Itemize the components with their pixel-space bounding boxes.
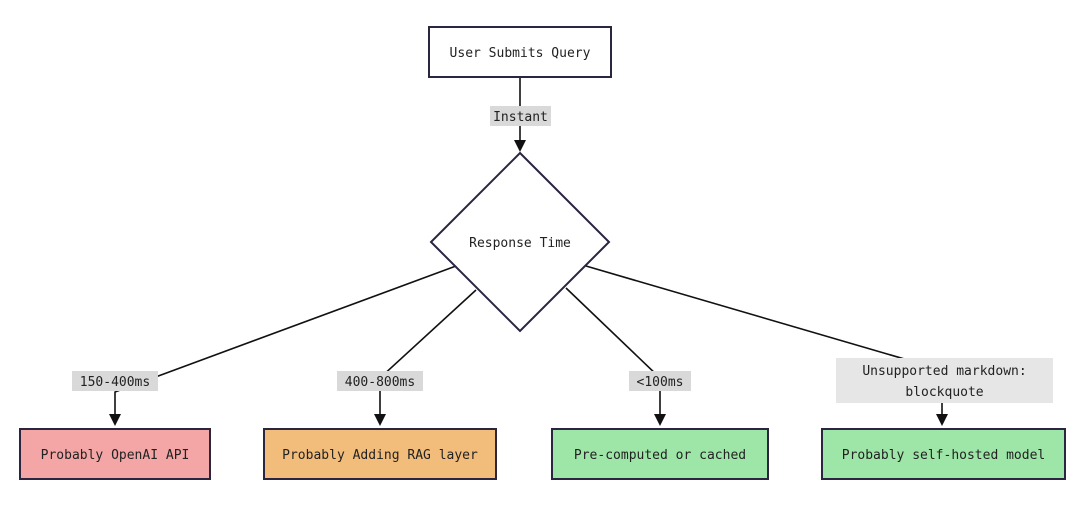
node-label-openai: Probably OpenAI API [41, 448, 190, 463]
edge-label-selfhosted-line2: blockquote [905, 385, 983, 400]
node-probably-openai-api: Probably OpenAI API [19, 428, 211, 480]
edge-label-openai: 150-400ms [80, 375, 150, 390]
node-box [428, 26, 612, 78]
node-box [821, 428, 1066, 480]
edge-label-bg [629, 371, 691, 391]
node-label-cached: Pre-computed or cached [574, 448, 746, 463]
node-pre-computed-or-cached: Pre-computed or cached [551, 428, 769, 480]
node-label-selfhosted: Probably self-hosted model [842, 448, 1046, 463]
edge-label-bg [337, 371, 423, 391]
decision-diamond [429, 151, 611, 333]
edge-label-bg [490, 106, 551, 126]
edge-label-rag: 400-800ms [345, 375, 415, 390]
node-box [263, 428, 497, 480]
edge-label-instant: Instant [493, 110, 548, 125]
edge-label-bg [72, 371, 158, 391]
node-box [551, 428, 769, 480]
node-label-decision: Response Time [469, 236, 571, 251]
node-probably-self-hosted-model: Probably self-hosted model [821, 428, 1066, 480]
edge-rag: 400-800ms [337, 289, 477, 426]
node-probably-adding-rag-layer: Probably Adding RAG layer [263, 428, 497, 480]
edge-openai: 150-400ms [72, 265, 457, 426]
node-box [19, 428, 211, 480]
edge-selfhosted: Unsupported markdown: blockquote [585, 265, 1053, 426]
edge-cached: <100ms [565, 287, 691, 426]
node-response-time: Response Time [429, 151, 611, 333]
edge-label-cached: <100ms [637, 375, 684, 390]
edge-label-bg [836, 358, 1053, 403]
node-label-start: User Submits Query [450, 46, 591, 61]
node-user-submits-query: User Submits Query [428, 26, 612, 78]
edge-instant: Instant [490, 78, 551, 152]
node-label-rag: Probably Adding RAG layer [282, 448, 478, 463]
edge-label-selfhosted-line1: Unsupported markdown: [862, 364, 1026, 379]
